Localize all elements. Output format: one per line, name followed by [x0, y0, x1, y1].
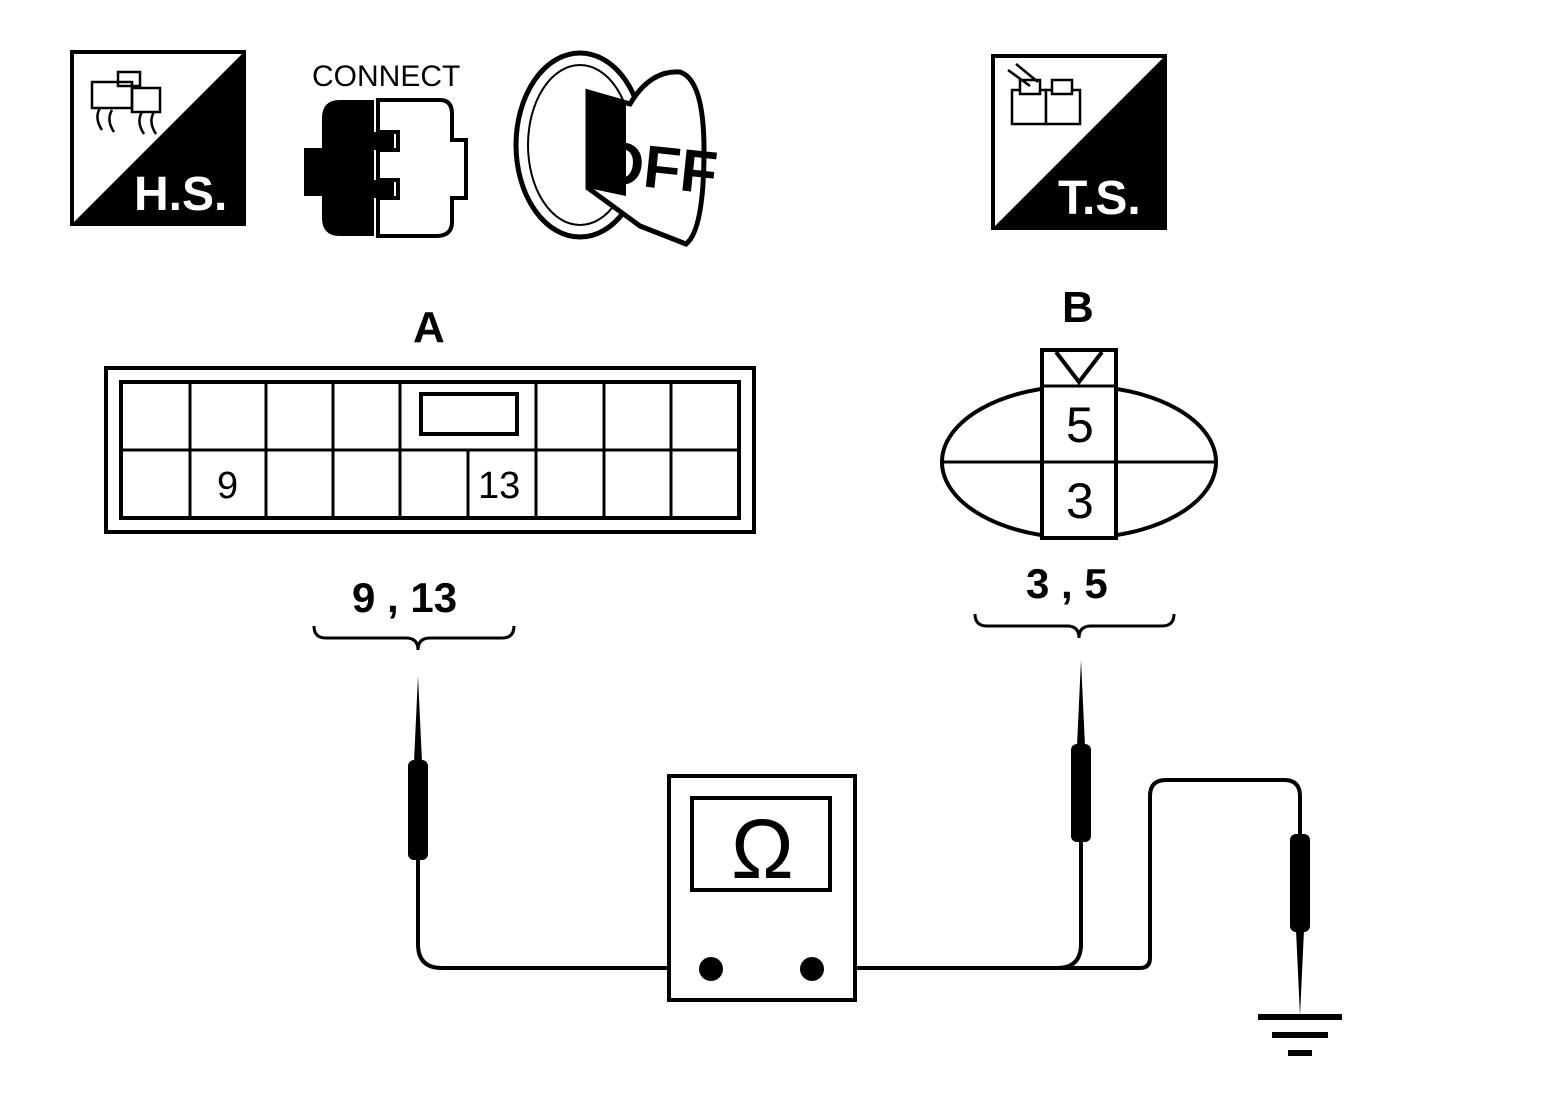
connector-a-pin-13: 13 [478, 465, 520, 507]
meter-terminal-negative [699, 957, 723, 981]
terminal-side-icon: T.S. [991, 54, 1167, 230]
ts-label: T.S. [1058, 172, 1141, 225]
connector-a-check-label: 9 , 13 [352, 574, 457, 621]
connect-label: CONNECT [312, 60, 460, 93]
ohm-symbol: Ω [731, 802, 794, 896]
connector-b-pin-5: 5 [1066, 397, 1094, 453]
connector-a-brace: 9 , 13 [312, 574, 516, 651]
connector-b-pin-3: 3 [1066, 473, 1094, 529]
off-label: OFF [594, 128, 720, 207]
ignition-off-icon: OFF [513, 50, 720, 247]
probe-a [408, 676, 700, 970]
connector-b-label: B [1062, 283, 1094, 332]
harness-side-icon: H.S. [70, 50, 246, 226]
connector-b-check-label: 3 , 5 [1026, 560, 1108, 607]
connect-icon: CONNECT [304, 60, 468, 238]
ground-icon [1258, 1014, 1342, 1056]
connector-b: B 5 3 [940, 283, 1218, 540]
probe-b [822, 660, 1091, 970]
connector-b-brace: 3 , 5 [973, 560, 1176, 639]
ohmmeter-icon: Ω [667, 774, 857, 1002]
connector-a: A 9 13 [104, 303, 756, 534]
meter-terminal-positive [800, 957, 824, 981]
hs-label: H.S. [134, 168, 227, 221]
connector-a-label: A [413, 303, 445, 352]
ground-lead [1060, 778, 1310, 1016]
connector-a-pin-9: 9 [217, 465, 238, 507]
